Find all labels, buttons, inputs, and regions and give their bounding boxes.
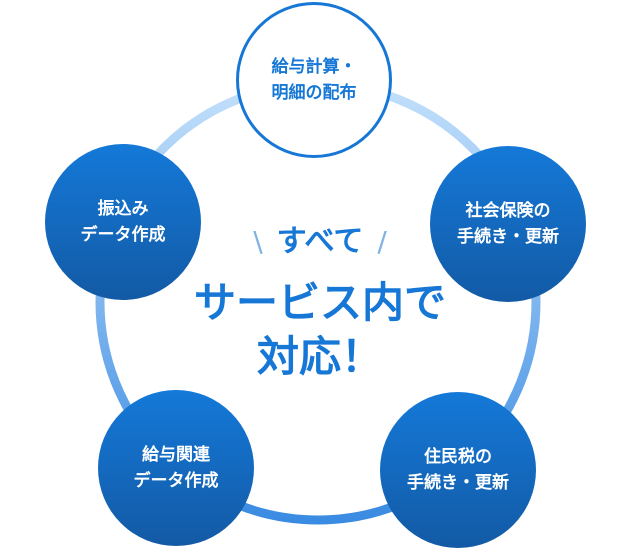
node-label: 給与計算・: [271, 57, 357, 77]
node-label: 社会保険の: [465, 201, 551, 221]
center-message: \ すべて / サービス内で 対応！: [170, 222, 470, 384]
node-resident-tax: 住民税の 手続き・更新: [380, 392, 536, 548]
node-label: 明細の配布: [271, 83, 357, 103]
node-social-insurance: 社会保険の 手続き・更新: [430, 146, 586, 302]
node-payroll-calculation: 給与計算・ 明細の配布: [236, 2, 392, 158]
node-label: 住民税の: [424, 447, 492, 467]
lead-line: \ すべて /: [170, 222, 470, 262]
accent-mark: /: [377, 225, 387, 258]
lead-text: すべて: [276, 224, 364, 259]
node-label: データ作成: [80, 225, 166, 245]
headline-line: 対応！: [256, 332, 383, 381]
headline-line: サービス内で: [193, 278, 446, 327]
node-label: 給与関連: [142, 445, 210, 465]
accent-mark: \: [253, 225, 263, 258]
node-label: 手続き・更新: [457, 227, 559, 247]
node-transfer-data: 振込み データ作成: [45, 144, 201, 300]
node-label: 手続き・更新: [407, 473, 509, 493]
node-label: 振込み: [97, 199, 149, 219]
node-label: データ作成: [133, 471, 219, 491]
headline: サービス内で 対応！: [170, 276, 470, 384]
node-payroll-data: 給与関連 データ作成: [98, 390, 254, 546]
